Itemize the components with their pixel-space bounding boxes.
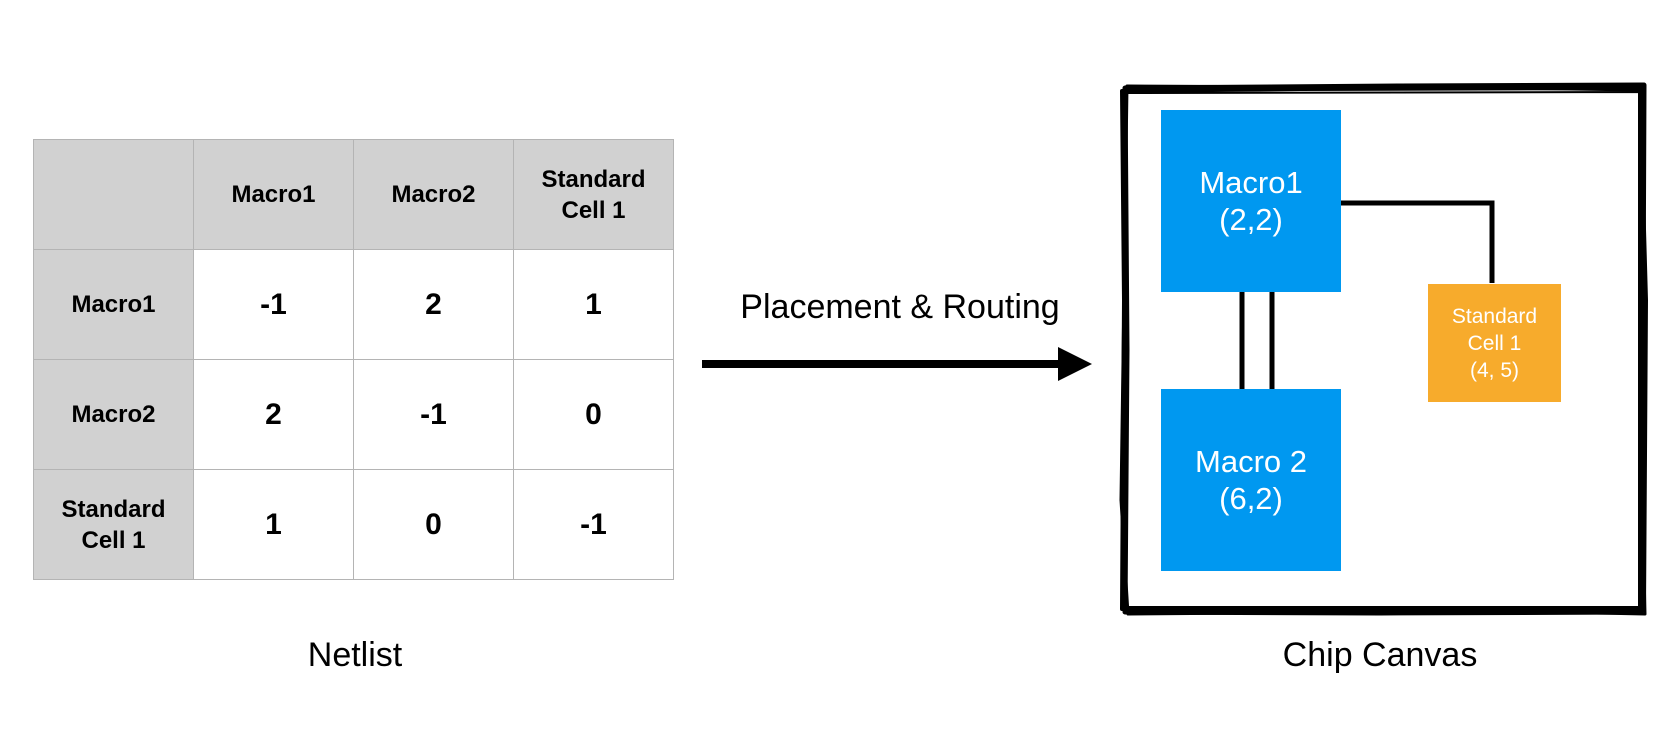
table-cell: -1 [513,469,674,580]
table-cell: -1 [353,359,514,470]
table-cell: 1 [193,469,354,580]
corner-cell [33,139,194,250]
wires [1239,200,1495,390]
table-row: Standard Cell 1 1 0 -1 [33,469,674,580]
arrow-head-icon [1058,347,1092,381]
macro1-block: Macro1 (2,2) [1161,110,1341,292]
row-header-macro2: Macro2 [33,359,194,470]
netlist-table: Macro1 Macro2 Standard Cell 1 Macro1 -1 … [33,139,674,580]
table-cell: 0 [513,359,674,470]
standard-cell-name-line1: Standard [1451,304,1538,328]
row-header-standard-cell: Standard Cell 1 [33,469,194,580]
standard-cell-name-line2: Cell 1 [1467,331,1522,355]
wire-macro1-standard-cell [1338,200,1495,283]
table-cell: 1 [513,249,674,360]
canvas-border [1119,82,1648,616]
macro1-name: Macro1 [1199,165,1303,200]
macro1-coord: (2,2) [1219,202,1283,237]
column-header-macro2: Macro2 [353,139,514,250]
table-cell: 0 [353,469,514,580]
standard-cell-block: Standard Cell 1 (4, 5) [1428,284,1561,402]
macro2-coord: (6,2) [1219,481,1283,516]
standard-cell-coord: (4, 5) [1469,358,1519,382]
placement-routing-label: Placement & Routing [740,288,1060,326]
table-header-row: Macro1 Macro2 Standard Cell 1 [33,139,674,250]
column-header-standard-cell: Standard Cell 1 [513,139,674,250]
table-cell: 2 [193,359,354,470]
table-row: Macro1 -1 2 1 [33,249,674,360]
macro2-name: Macro 2 [1195,444,1307,479]
chip-canvas-caption: Chip Canvas [1282,636,1478,674]
macro2-block: Macro 2 (6,2) [1161,389,1341,571]
table-row: Macro2 2 -1 0 [33,359,674,470]
table-cell: -1 [193,249,354,360]
netlist-caption: Netlist [307,636,403,674]
table-cell: 2 [353,249,514,360]
